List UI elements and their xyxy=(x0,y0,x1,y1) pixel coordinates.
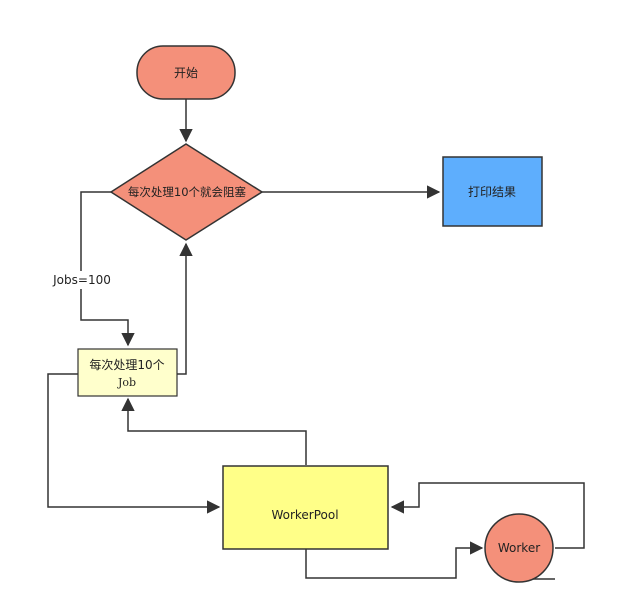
jobs-label-bg xyxy=(50,271,114,289)
decision-shape xyxy=(109,143,264,241)
batch-shape xyxy=(77,348,178,397)
batch-label-line1: 每次处理10个 xyxy=(89,357,164,372)
workerpool-shape xyxy=(222,465,389,550)
edges xyxy=(47,99,585,580)
batch-label-line2: Job xyxy=(117,376,136,389)
edge-batch-to-workerpool xyxy=(47,373,221,514)
edge-decision-to-batch xyxy=(80,191,135,347)
batch-node: 每次处理10个 Job xyxy=(77,348,178,397)
decision-label: 每次处理10个就会阻塞 xyxy=(128,185,247,199)
workerpool-label: WorkerPool xyxy=(271,508,338,522)
print-result-shape xyxy=(442,156,543,227)
edge-workerpool-to-batch xyxy=(121,397,307,465)
jobs-edge-label: Jobs=100 xyxy=(52,273,111,287)
worker-node: Worker xyxy=(484,513,554,583)
edge-worker-to-workerpool xyxy=(390,482,585,549)
start-label: 开始 xyxy=(174,66,198,80)
print-result-node: 打印结果 xyxy=(442,156,543,227)
start-shape xyxy=(136,45,236,100)
edge-workerpool-to-worker xyxy=(305,541,484,579)
worker-label: Worker xyxy=(498,541,540,555)
start-node: 开始 xyxy=(136,45,236,100)
decision-node: 每次处理10个就会阻塞 xyxy=(109,143,264,241)
print-result-label: 打印结果 xyxy=(468,185,516,199)
worker-shape xyxy=(484,513,554,583)
workerpool-node: WorkerPool xyxy=(222,465,389,550)
edge-batch-to-decision xyxy=(177,242,193,375)
